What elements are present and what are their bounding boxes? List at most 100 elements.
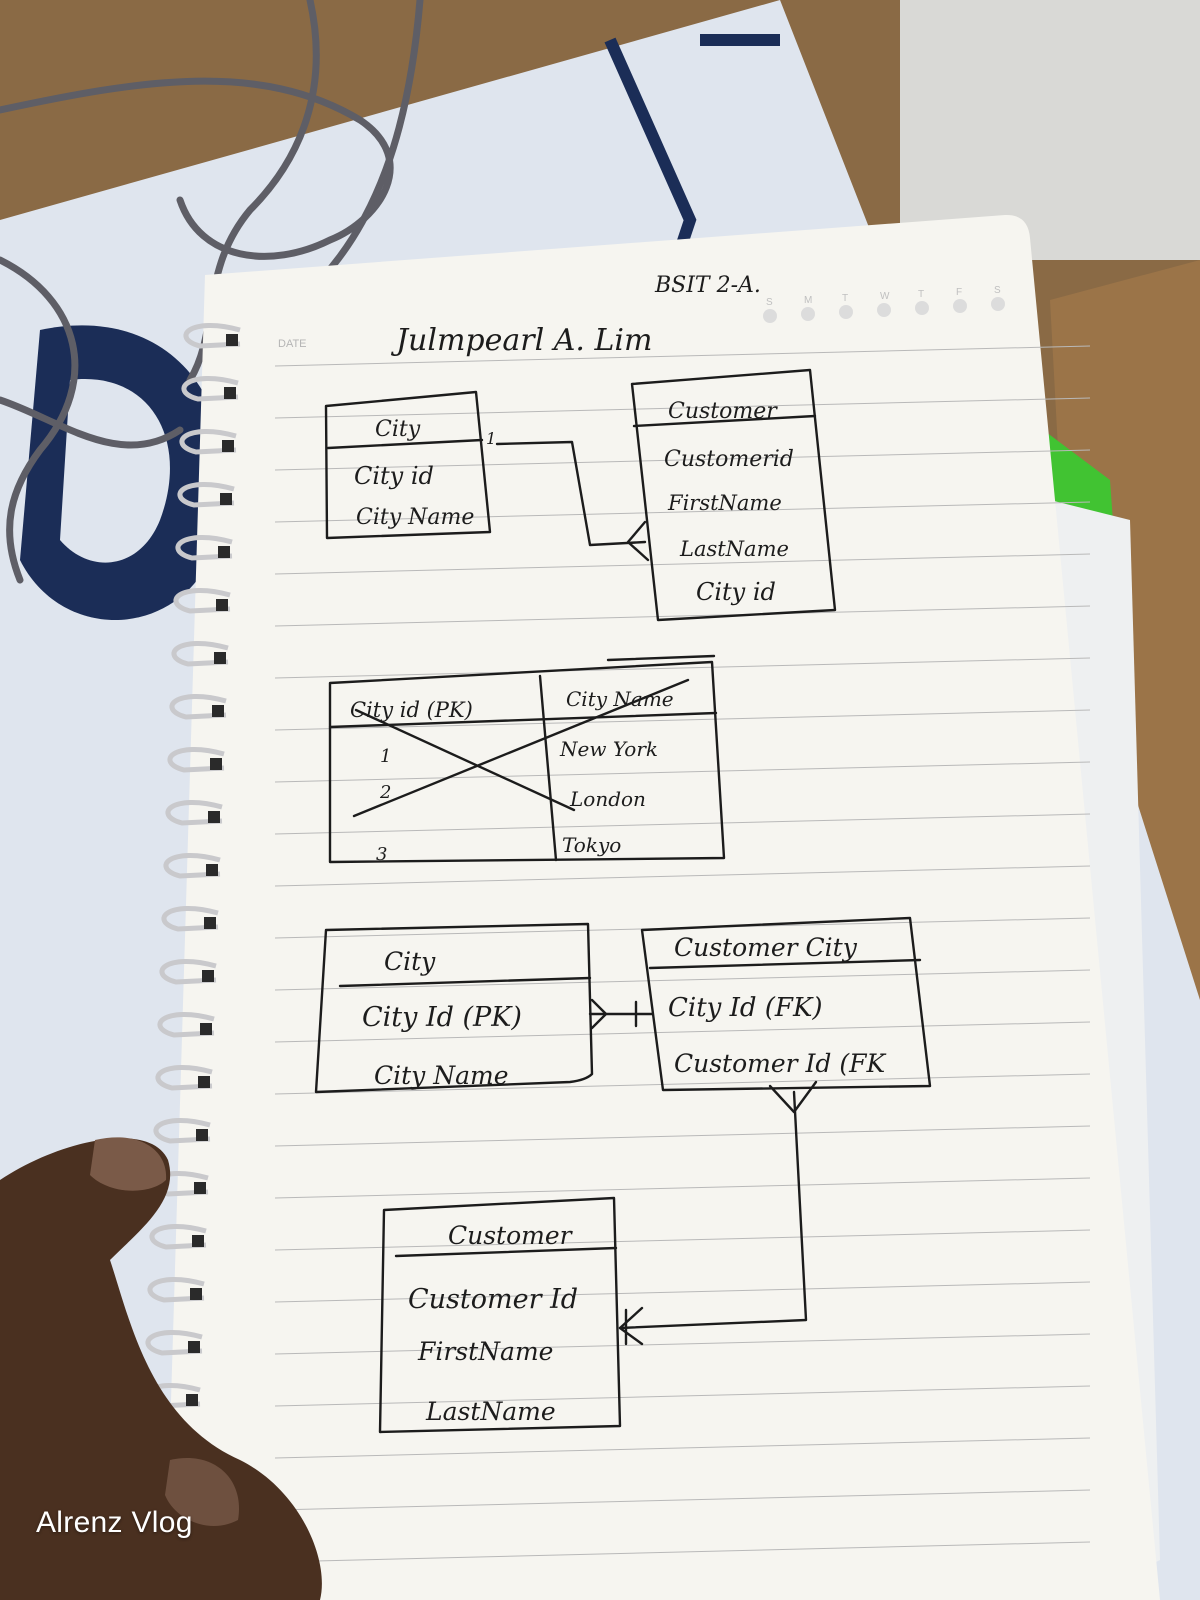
spiral-ring <box>177 482 235 508</box>
binding-hole <box>224 387 236 399</box>
spiral-ring <box>153 1118 211 1144</box>
ruled-line <box>274 1125 1091 1147</box>
relationship-customer-city-to-customer <box>618 1080 818 1346</box>
spiral-ring <box>167 747 225 773</box>
table-cell: Tokyo <box>562 833 621 857</box>
binding-hole <box>196 1129 208 1141</box>
binding-hole <box>202 970 214 982</box>
table-cell: 3 <box>376 844 387 865</box>
ruled-line <box>274 501 1091 523</box>
weekday-letter: T <box>842 293 848 304</box>
table-row: 3 Tokyo <box>376 833 621 865</box>
ruled-line <box>274 553 1091 575</box>
binding-hole <box>206 864 218 876</box>
binding-hole <box>186 1394 198 1406</box>
ruled-line <box>274 1229 1091 1251</box>
hand <box>0 1137 322 1600</box>
entity-title: Customer <box>448 1221 574 1250</box>
binding-hole <box>210 758 222 770</box>
ruled-line <box>274 1437 1091 1459</box>
ruled-line <box>274 1073 1091 1095</box>
ruled-line <box>274 1281 1091 1303</box>
table-cell: London <box>569 787 646 811</box>
binding-hole <box>218 546 230 558</box>
weekday-circle <box>877 303 891 317</box>
entity-title: Customer City <box>674 933 858 962</box>
ruled-line <box>274 1385 1091 1407</box>
weekday-circle <box>953 299 967 313</box>
spiral-ring <box>179 429 237 455</box>
binding-hole <box>220 493 232 505</box>
spiral-ring <box>157 1012 215 1038</box>
video-watermark: Alrenz Vlog <box>36 1506 193 1539</box>
ruled-line <box>274 605 1091 627</box>
table-header: City id (PK) <box>350 698 473 722</box>
ruled-line <box>274 1021 1091 1043</box>
spiral-ring <box>163 853 221 879</box>
entity-field: City id <box>696 578 776 606</box>
ruled-line <box>274 761 1091 783</box>
ruled-line <box>274 397 1091 419</box>
weekday-circle <box>839 305 853 319</box>
entity-customer: Customer Customerid FirstName LastName C… <box>630 368 837 622</box>
binding-hole <box>192 1235 204 1247</box>
ruled-lines <box>274 345 1091 1563</box>
binding-hole <box>198 1076 210 1088</box>
entity-city: City City id City Name <box>324 390 492 540</box>
entity-field: City Name <box>374 1061 509 1090</box>
entity-field: City id <box>354 462 434 490</box>
spiral-ring <box>181 376 239 402</box>
entity-field: Customer Id (FK <box>674 1049 886 1078</box>
ruled-line <box>274 345 1091 367</box>
spiral-ring <box>169 694 227 720</box>
notebook-page <box>165 214 1160 1600</box>
entity-field: City Name <box>356 505 474 530</box>
entity-field: FirstName <box>667 491 782 515</box>
binding-hole <box>216 599 228 611</box>
entity-city: City City Id (PK) City Name <box>314 922 594 1094</box>
spiral-ring <box>175 535 233 561</box>
binding-hole <box>188 1341 200 1353</box>
entity-field: City Id (PK) <box>362 1002 522 1033</box>
spiral-ring <box>155 1065 213 1091</box>
spiral-ring <box>145 1330 203 1356</box>
ruled-line <box>274 1541 1091 1563</box>
author-name: Julmpearl A. Lim <box>390 323 652 358</box>
entity-field: LastName <box>425 1397 556 1426</box>
ruled-line <box>274 865 1091 887</box>
binding-hole <box>190 1288 202 1300</box>
entity-field: Customer Id <box>408 1284 578 1315</box>
entity-title: City <box>375 417 421 442</box>
entity-field: City Id (FK) <box>668 993 823 1023</box>
weekday-letter: S <box>994 285 1001 296</box>
weekday-letter: M <box>804 295 812 306</box>
ruled-line <box>274 969 1091 991</box>
binding-hole <box>204 917 216 929</box>
weekday-circle <box>801 307 815 321</box>
ruled-line <box>274 1333 1091 1355</box>
erd-diagram-2: City City Id (PK) City Name Customer Cit… <box>314 916 932 1434</box>
spiral-ring <box>149 1224 207 1250</box>
table-cell: New York <box>559 737 658 761</box>
binding-hole <box>200 1023 212 1035</box>
table-cell: 2 <box>379 782 391 803</box>
ruled-line <box>274 813 1091 835</box>
table-cell: 1 <box>380 746 391 767</box>
weekday-letter: F <box>956 287 962 298</box>
table-row: 1 New York <box>380 737 658 767</box>
weekday-circle <box>915 301 929 315</box>
weekday-circle <box>991 297 1005 311</box>
wall-background <box>900 0 1200 260</box>
binding-hole <box>208 811 220 823</box>
binding-hole <box>226 334 238 346</box>
binding-hole <box>222 440 234 452</box>
spiral-ring <box>165 800 223 826</box>
spiral-ring <box>173 588 231 614</box>
spiral-ring <box>171 641 229 667</box>
ruled-line <box>274 449 1091 471</box>
table-row: 2 London <box>379 782 646 811</box>
entity-field: Customerid <box>664 447 794 472</box>
city-data-table: City id (PK) City Name 1 New York 2 Lond… <box>328 654 726 865</box>
entity-customer-city: Customer City City Id (FK) Customer Id (… <box>640 916 932 1092</box>
